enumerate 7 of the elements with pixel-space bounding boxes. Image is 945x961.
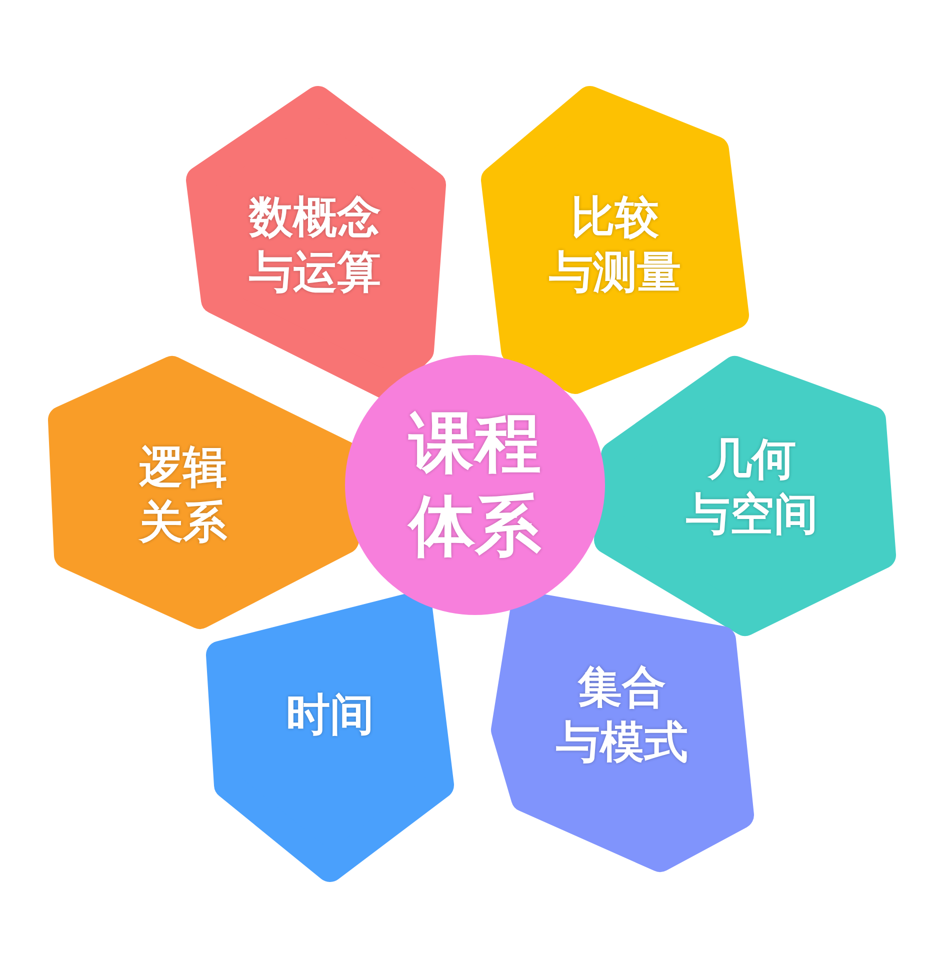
petal-label: 比较与测量	[549, 191, 681, 300]
petal-label: 逻辑关系	[139, 441, 227, 550]
petal-label: 集合与模式	[556, 661, 688, 770]
petal-label: 时间	[286, 688, 374, 742]
center-title: 课程体系	[409, 404, 541, 566]
petal-label: 数概念与运算	[249, 191, 381, 300]
petal-label: 几何与空间	[686, 433, 818, 542]
